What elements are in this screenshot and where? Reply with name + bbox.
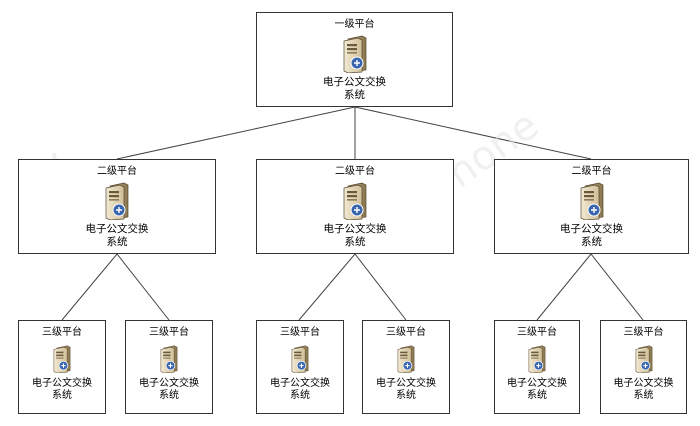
- level3-platform-box: 三级平台 电子公文交换 系统: [600, 320, 687, 414]
- system-name-line2: 系统: [290, 390, 310, 401]
- system-name-line2: 系统: [106, 236, 128, 248]
- server-icon: [397, 345, 415, 373]
- system-name-line1: 电子公文交换: [139, 378, 199, 389]
- connector-l2b-l3d: [354, 253, 407, 321]
- system-name-line1: 电子公文交换: [560, 223, 623, 235]
- level3-platform-box: 三级平台 电子公文交换 系统: [125, 320, 213, 414]
- system-name-line2: 系统: [159, 390, 179, 401]
- connector-l1-l2c: [354, 106, 592, 160]
- system-name-line2: 系统: [527, 390, 547, 401]
- system-name-line2: 系统: [344, 236, 366, 248]
- level2-platform-box: 二级平台 电子公文交换 系统: [18, 159, 216, 254]
- level3-platform-box: 三级平台 电子公文交换 系统: [362, 320, 450, 414]
- connector-l1-l2a: [116, 106, 356, 160]
- system-name-line1: 电子公文交换: [376, 378, 436, 389]
- platform-title: 三级平台: [280, 327, 320, 338]
- server-icon: [528, 345, 546, 373]
- connector-l2a-l3a: [61, 253, 118, 321]
- system-name-line2: 系统: [52, 390, 72, 401]
- level2-platform-box: 二级平台 电子公文交换 系统: [256, 159, 454, 254]
- server-icon: [291, 345, 309, 373]
- server-icon: [342, 35, 367, 73]
- connector-l2c-l3e: [536, 253, 592, 321]
- level3-platform-box: 三级平台 电子公文交换 系统: [494, 320, 580, 414]
- server-icon: [343, 182, 367, 220]
- system-name-line2: 系统: [344, 89, 365, 101]
- platform-title: 二级平台: [97, 166, 137, 177]
- platform-title: 三级平台: [386, 327, 426, 338]
- level1-platform-box: 一级平台 电子公文交换 系统: [256, 12, 453, 107]
- system-name-line2: 系统: [633, 390, 654, 401]
- server-icon: [53, 345, 71, 373]
- server-icon: [160, 345, 178, 373]
- platform-title: 二级平台: [335, 166, 375, 177]
- system-name-line2: 系统: [581, 236, 602, 248]
- system-name-line1: 电子公文交换: [323, 76, 386, 88]
- system-name-line1: 电子公文交换: [270, 378, 330, 389]
- level3-platform-box: 三级平台 电子公文交换 系统: [256, 320, 344, 414]
- platform-title: 三级平台: [149, 327, 189, 338]
- platform-title: 三级平台: [517, 327, 557, 338]
- system-name-line1: 电子公文交换: [85, 223, 149, 235]
- system-name-line1: 电子公文交换: [507, 378, 567, 389]
- level3-platform-box: 三级平台 电子公文交换 系统: [18, 320, 106, 414]
- server-icon: [579, 182, 604, 220]
- system-name-line1: 电子公文交换: [613, 378, 674, 389]
- platform-title: 三级平台: [623, 327, 664, 338]
- connector-l2a-l3b: [116, 253, 170, 321]
- server-icon: [634, 345, 653, 373]
- system-name-line1: 电子公文交换: [32, 378, 92, 389]
- platform-title: 二级平台: [571, 166, 612, 177]
- platform-title: 三级平台: [42, 327, 82, 338]
- server-icon: [105, 182, 129, 220]
- connector-l2b-l3c: [298, 253, 356, 321]
- platform-title: 一级平台: [334, 19, 375, 30]
- level2-platform-box: 二级平台 电子公文交换 系统: [494, 159, 689, 254]
- system-name-line2: 系统: [396, 390, 416, 401]
- system-name-line1: 电子公文交换: [323, 223, 387, 235]
- connector-l2c-l3f: [590, 253, 644, 321]
